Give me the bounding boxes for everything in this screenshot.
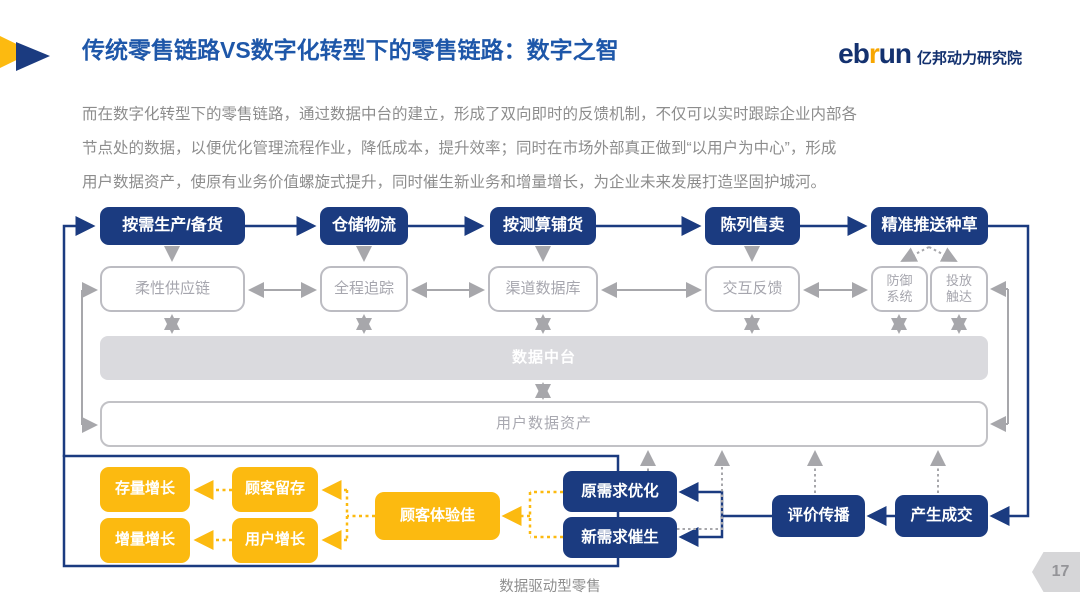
demand-box-deal-made: 产生成交 <box>895 495 988 537</box>
user-data-asset-bar: 用户数据资产 <box>100 401 988 447</box>
stage-box-warehouse-logistics: 仓储物流 <box>320 207 408 245</box>
capability-box-defense-system: 防御系统 <box>871 266 928 312</box>
demand-box-new-demand: 新需求催生 <box>563 517 677 558</box>
page-title: 传统零售链路VS数字化转型下的零售链路：数字之智 <box>82 37 619 63</box>
diagram-caption: 数据驱动型零售 <box>499 579 601 595</box>
intro-line: 节点处的数据，以便优化管理流程作业，降低成本，提升效率；同时在市场外部真正做到“… <box>82 140 837 157</box>
capability-box-delivery-reach: 投放触达 <box>930 266 988 312</box>
logo-org-name: 亿邦动力研究院 <box>916 50 1022 67</box>
intro-line: 而在数字化转型下的零售链路，通过数据中台的建立，形成了双向即时的反馈机制，不仅可… <box>82 106 858 123</box>
capability-box-interactive-feedback: 交互反馈 <box>705 266 800 312</box>
logo-brand-right: un <box>878 38 912 69</box>
stage-box-display-sales: 陈列售卖 <box>705 207 800 245</box>
demand-box-original-demand: 原需求优化 <box>563 471 677 512</box>
page-number-badge: 17 <box>1032 552 1080 592</box>
growth-box-user-growth: 用户增长 <box>232 518 318 563</box>
chevron-icon <box>0 36 50 71</box>
intro-line: 用户数据资产，使原有业务价值螺旋式提升，同时催生新业务和增量增长，为企业未来发展… <box>82 174 827 191</box>
intro-paragraph: 而在数字化转型下的零售链路，通过数据中台的建立，形成了双向即时的反馈机制，不仅可… <box>82 98 857 200</box>
growth-box-customer-experience: 顾客体验佳 <box>375 492 500 540</box>
data-platform-bar: 数据中台 <box>100 336 988 380</box>
capability-box-full-tracking: 全程追踪 <box>320 266 408 312</box>
logo-brand-left: eb <box>838 38 870 69</box>
stage-box-calculated-distribution: 按测算铺货 <box>490 207 596 245</box>
logo-brand-accent: r <box>868 38 880 69</box>
growth-box-customer-retention: 顾客留存 <box>232 467 318 512</box>
capability-box-channel-database: 渠道数据库 <box>488 266 598 312</box>
capability-box-flexible-supply-chain: 柔性供应链 <box>100 266 245 312</box>
stage-box-demand-production: 按需生产/备货 <box>100 207 245 245</box>
growth-box-stock-growth: 存量增长 <box>100 467 190 512</box>
demand-box-review-spread: 评价传播 <box>772 495 865 537</box>
stage-box-precise-push: 精准推送种草 <box>871 207 988 245</box>
page-number: 17 <box>1051 563 1070 580</box>
growth-box-incremental-growth: 增量增长 <box>100 518 190 563</box>
